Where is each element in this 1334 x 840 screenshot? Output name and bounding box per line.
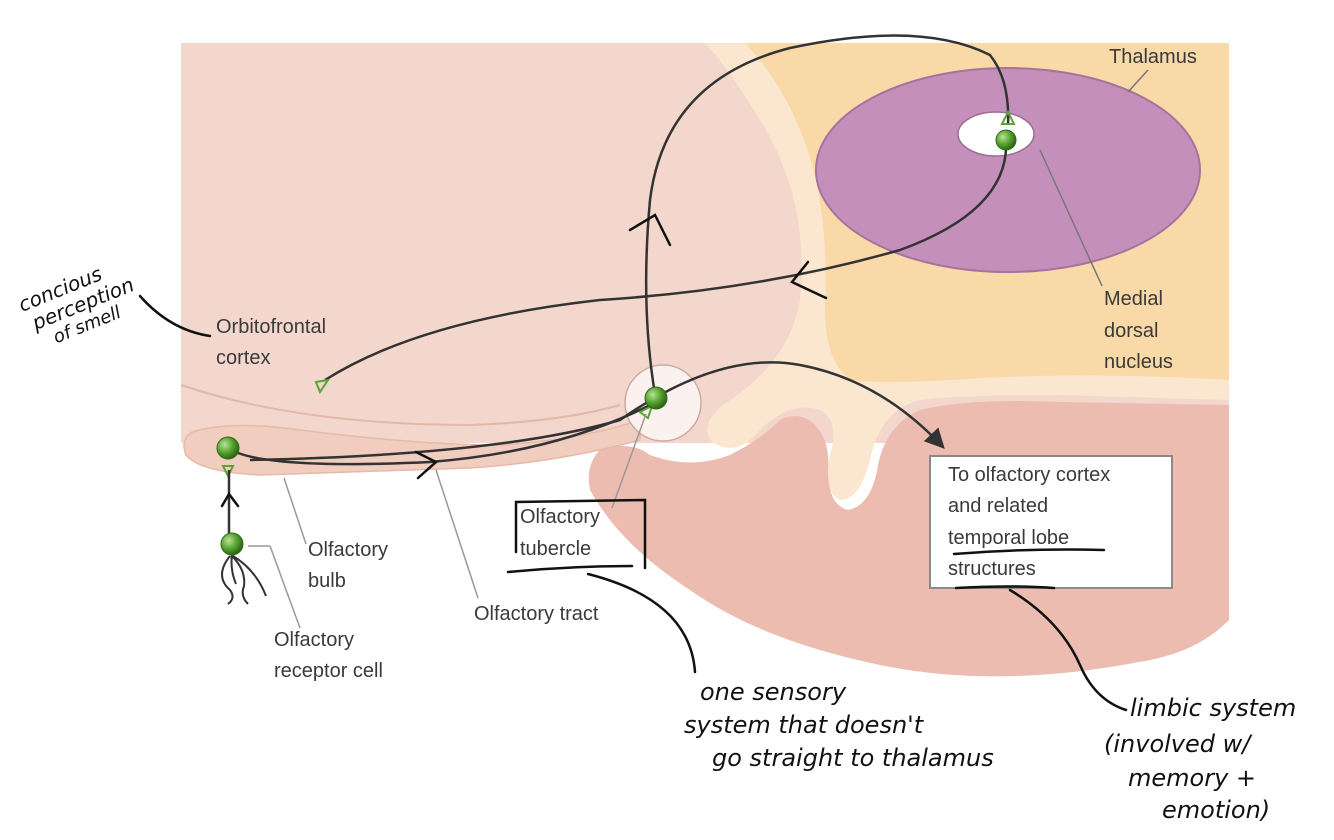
tubercle-label-2: tubercle	[520, 538, 591, 560]
medial-label-3: nucleus	[1104, 351, 1173, 373]
receptor-neuron	[220, 532, 244, 556]
temporal-underline	[952, 548, 1106, 556]
bulb-terminal	[221, 465, 235, 479]
box-line-1: To olfactory cortex	[948, 464, 1110, 486]
medial-label-1: Medial	[1104, 288, 1163, 310]
tract-label: Olfactory tract	[474, 603, 599, 625]
tubercle-bracket	[514, 498, 647, 570]
hand-arrow-up	[628, 213, 672, 247]
receptor-label-2: receptor cell	[274, 660, 383, 682]
tubercle-leader	[611, 413, 647, 509]
medial-leader	[1039, 149, 1103, 287]
limbic-pointer	[1008, 588, 1128, 712]
thalamus-terminal	[1000, 109, 1016, 125]
sensory-pointer	[586, 572, 697, 674]
thalamus-label: Thalamus	[1109, 46, 1197, 68]
orbitofrontal-terminal	[314, 378, 331, 395]
box-line-4: structures	[948, 558, 1036, 580]
receptor-cilia	[221, 553, 267, 605]
nucleus-core	[957, 111, 1035, 157]
tubercle-neuron	[644, 386, 668, 410]
limbic-note-line-2: (involved w/	[1104, 730, 1253, 758]
thalamus-neuron	[995, 129, 1017, 151]
conscious-pointer	[138, 294, 212, 338]
limbic-note-line-4: emotion)	[1162, 796, 1270, 824]
orbitofrontal-label: Orbitofrontal	[216, 316, 326, 338]
tubercle-to-thalamus-path	[644, 34, 1010, 401]
handwritten-markup	[138, 213, 1128, 712]
tract-leader	[435, 469, 479, 599]
hand-arrow-receptor	[220, 491, 240, 508]
bulb-leader	[283, 477, 307, 545]
sensory-note-line-2: system that doesn't	[684, 711, 925, 739]
limbic-note-line-3: memory +	[1128, 764, 1256, 792]
bulb-label-1: Olfactory	[308, 539, 388, 561]
medial-label-2: dorsal	[1104, 320, 1158, 342]
destination-box	[929, 455, 1173, 589]
thalamus-leader	[1127, 69, 1149, 93]
receptor-label-1: Olfactory	[274, 629, 354, 651]
sensory-note-line-3: go straight to thalamus	[712, 744, 994, 772]
structures-underline	[954, 585, 1056, 590]
box-line-2: and related	[948, 495, 1048, 517]
box-line-3: temporal lobe	[948, 527, 1069, 549]
sensory-note-line-1: one sensory	[700, 678, 847, 706]
medial-dorsal-nucleus	[815, 67, 1201, 273]
olfactory-bulb-shape	[183, 418, 641, 476]
bulb-label-2: bulb	[308, 570, 346, 592]
hand-arrow-tract	[414, 450, 439, 480]
limbic-note-line-1: limbic system	[1130, 694, 1296, 722]
hand-arrow-left	[790, 260, 828, 300]
tubercle-underline	[506, 564, 634, 574]
conscious-note: concious perception of smell	[15, 261, 137, 348]
orbitofrontal-lower-edge	[180, 384, 621, 427]
tubercle-label-1: Olfactory	[520, 506, 600, 528]
receptor-leader-2	[269, 545, 301, 629]
tract-to-temporal-path	[249, 361, 945, 462]
bulb-neuron	[216, 436, 240, 460]
orbitofrontal-label-2: cortex	[216, 347, 270, 369]
thalamus-to-orbitofrontal-path	[324, 139, 1008, 382]
tubercle-terminal	[638, 404, 654, 420]
